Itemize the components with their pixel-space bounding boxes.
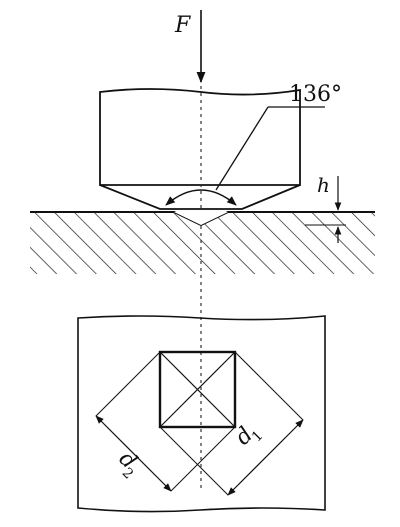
angle-arc bbox=[165, 106, 325, 206]
force-label: F bbox=[174, 13, 191, 38]
diagonal-d1-dimension bbox=[159, 351, 304, 496]
indentation-square bbox=[158, 350, 237, 429]
indenter bbox=[99, 88, 301, 210]
angle-label: 136° bbox=[289, 82, 342, 107]
depth-label: h bbox=[317, 173, 330, 197]
plan-view bbox=[77, 315, 326, 513]
specimen bbox=[30, 211, 375, 274]
depth-dimension bbox=[305, 176, 346, 243]
diagonal-d2-dimension bbox=[95, 351, 236, 492]
